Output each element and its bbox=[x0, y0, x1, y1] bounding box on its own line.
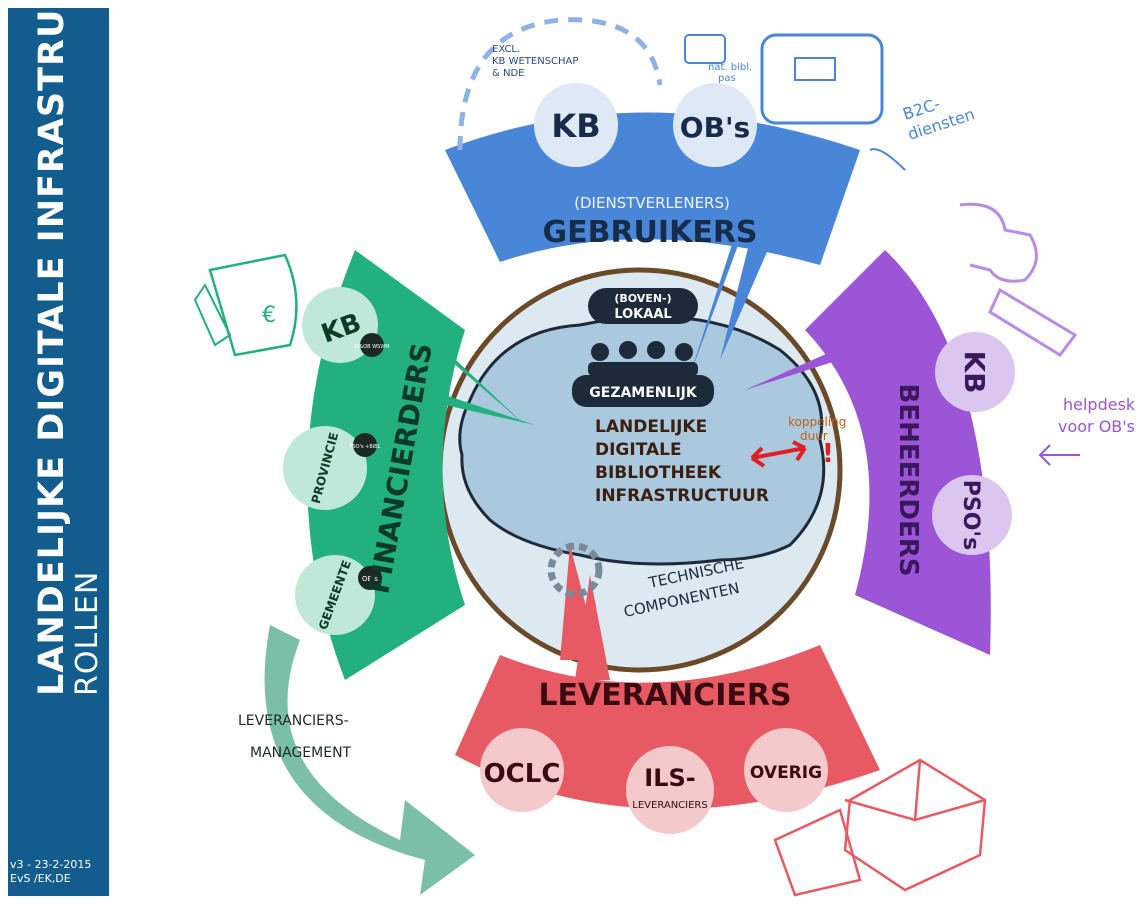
center-title-line3: BIBLIOTHEEK bbox=[595, 463, 722, 483]
leveranciers-oclc-label: OCLC bbox=[484, 759, 561, 789]
gebruikers-pointer bbox=[690, 235, 740, 375]
center-title-line4: INFRASTRUCTUUR bbox=[595, 486, 769, 506]
leveranciers-circle-overig bbox=[744, 728, 828, 812]
helpdesk-line2: voor OB's bbox=[1058, 417, 1135, 436]
management-line1: LEVERANCIERS- bbox=[238, 713, 349, 729]
excl-note-line3: & NDE bbox=[492, 68, 524, 79]
gezamenlijk-label: GEZAMENLIJK bbox=[589, 385, 698, 401]
beheerders-heading: BEHEERDERS bbox=[893, 384, 923, 577]
boven-lokaal-line2: LOKAAL bbox=[614, 307, 671, 322]
financierders-circle-kb bbox=[302, 287, 378, 363]
beheerders-kb-label: KB bbox=[958, 350, 991, 393]
warning-icon: ! bbox=[822, 439, 834, 469]
beheerders-circle-psos bbox=[932, 475, 1012, 555]
management-line2: MANAGEMENT bbox=[250, 745, 352, 761]
financierders-pointer bbox=[415, 330, 525, 425]
beheerders-pointer bbox=[745, 330, 880, 390]
box-icon bbox=[773, 808, 862, 897]
helpdesk-arrow bbox=[1038, 444, 1080, 466]
koppeling-line2: duur bbox=[800, 429, 828, 443]
koppeling-line1: koppeling bbox=[788, 415, 846, 429]
sidebar-banner bbox=[8, 8, 109, 896]
hammer-icon bbox=[988, 287, 1078, 357]
banknotes-icon bbox=[193, 283, 232, 347]
leveranciers-overig-label: OVERIG bbox=[750, 763, 822, 783]
excl-dashed-arc bbox=[457, 17, 663, 151]
gebruikers-kb-label: KB bbox=[551, 107, 600, 145]
gebruikers-heading: GEBRUIKERS bbox=[542, 215, 757, 250]
excl-note-line2: KB WETENSCHAP bbox=[492, 56, 578, 67]
leveranciers-ils-label: ILS- bbox=[644, 764, 695, 792]
nat-bib-pas-line1: nat. bibl. bbox=[708, 62, 752, 73]
financierders-circle-gemeente bbox=[295, 555, 375, 635]
financierders-gemeente-badge-text: OB's bbox=[362, 575, 378, 583]
center-title-line2: DIGITALE bbox=[595, 440, 682, 460]
financierders-kb-badge bbox=[360, 333, 384, 357]
leveranciers-circle-ils bbox=[626, 746, 714, 834]
leveranciers-circle-oclc bbox=[480, 728, 564, 812]
koppeling-arrow bbox=[750, 440, 807, 468]
euro-icon: € bbox=[262, 303, 276, 328]
gebruikers-circle-obs bbox=[673, 83, 757, 167]
gebruikers-obs-label: OB's bbox=[680, 111, 750, 144]
boven-lokaal-line1: (BOVEN-) bbox=[614, 292, 671, 305]
nat-bib-pas-line2: pas bbox=[718, 73, 736, 84]
financierders-gemeente-badge bbox=[358, 566, 382, 590]
financierders-provincie-badge bbox=[353, 433, 377, 457]
helpdesk-line1: helpdesk bbox=[1063, 395, 1136, 414]
people-icon bbox=[588, 341, 698, 376]
gear-icon bbox=[547, 542, 603, 598]
boven-lokaal-badge bbox=[588, 288, 698, 324]
monitor-screen-icon bbox=[794, 57, 836, 81]
financierders-provincie-badge-text: PSO's +BIBL bbox=[349, 444, 380, 450]
leveranciers-ils-sub: LEVERANCIERS bbox=[632, 800, 707, 811]
money-bag-icon bbox=[208, 253, 298, 357]
leveranciers-heading: LEVERANCIERS bbox=[538, 678, 791, 713]
gebruikers-subheading: (DIENSTVERLENERS) bbox=[574, 194, 730, 212]
center-title-line1: LANDELIJKE bbox=[595, 417, 707, 437]
beheerders-circle-kb bbox=[935, 332, 1015, 412]
gezamenlijk-badge bbox=[572, 375, 714, 407]
wrench-icon bbox=[959, 202, 1038, 283]
financierders-kb-badge-text: W&OB WSWM bbox=[354, 344, 389, 350]
library-card-icon bbox=[684, 34, 726, 64]
monitor-icon bbox=[760, 33, 884, 125]
gebruikers-pointer-2 bbox=[720, 240, 770, 360]
financierders-pointer-2 bbox=[430, 390, 535, 425]
authors-label: EvS /EK,DE bbox=[10, 872, 71, 885]
leveranciers-pointer-2 bbox=[575, 575, 610, 680]
sidebar-version: v3 - 23-2-2015 EvS /EK,DE bbox=[10, 858, 105, 886]
gebruikers-circle-kb bbox=[534, 83, 618, 167]
beheerders-psos-label: PSO's bbox=[958, 480, 983, 551]
boxes-icon bbox=[843, 758, 987, 892]
financierders-circle-provincie bbox=[283, 426, 367, 510]
b2c-arrow bbox=[869, 148, 906, 171]
version-label: v3 - 23-2-2015 bbox=[10, 858, 92, 871]
excl-note-line1: EXCL. bbox=[492, 44, 520, 55]
management-arrow bbox=[264, 625, 475, 895]
